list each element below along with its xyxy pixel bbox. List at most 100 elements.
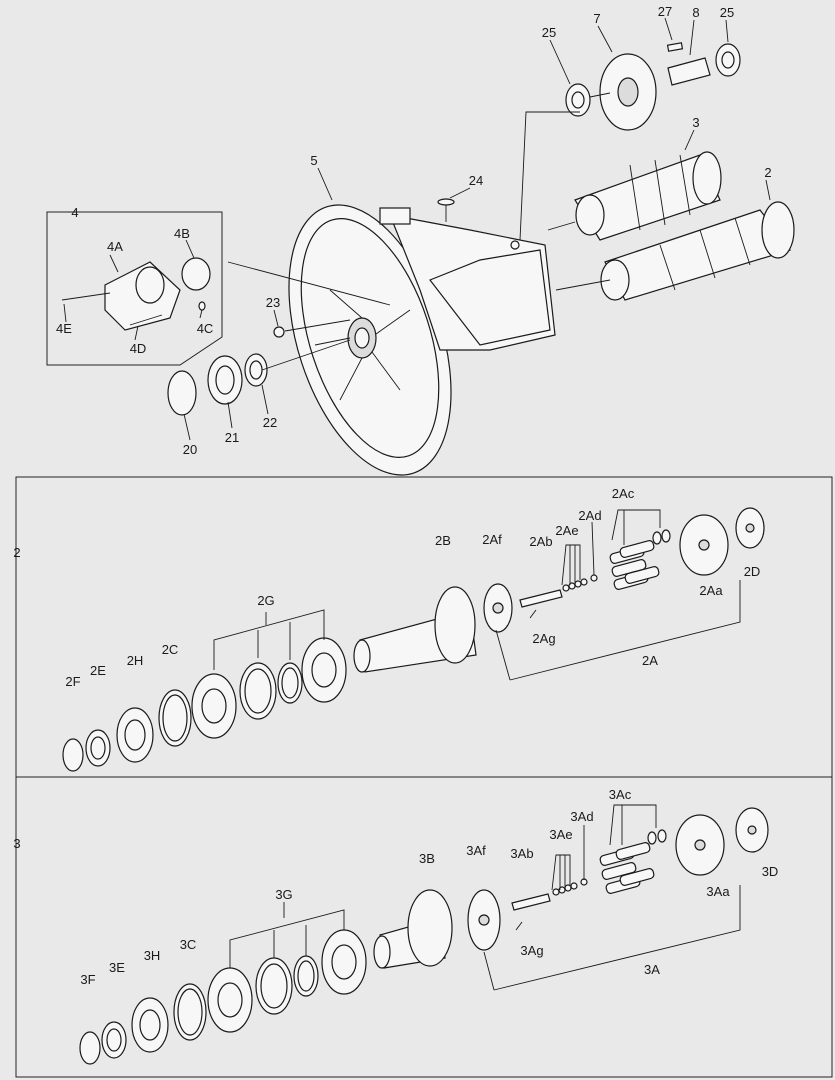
panel-2-label: 2 [13, 545, 20, 560]
label-3ab: 3Ab [510, 846, 533, 861]
panel-3 [15, 776, 833, 1078]
label-4c: 4C [197, 321, 214, 336]
bearing-2g-4 [301, 637, 347, 703]
screw-3ag [515, 921, 523, 931]
plug-23 [273, 326, 285, 338]
label-3af: 3Af [466, 843, 486, 858]
label-3ae: 3Ae [549, 827, 572, 842]
snap-ring-3f [79, 1031, 101, 1065]
label-2ac: 2Ac [612, 486, 635, 501]
label-25-left: 25 [542, 25, 556, 40]
label-27: 27 [658, 4, 672, 19]
gear-7 [599, 53, 657, 131]
bearing-2h [116, 707, 154, 763]
plate-2d [735, 507, 765, 549]
seal-22 [244, 353, 268, 387]
label-2f: 2F [65, 674, 80, 689]
bearing-25-left [565, 83, 591, 117]
label-21: 21 [225, 430, 239, 445]
bearing-2g-1 [191, 673, 237, 739]
label-2ae: 2Ae [555, 523, 578, 538]
ring-3c [173, 983, 207, 1041]
frame-4 [46, 211, 223, 366]
ring-2ad [590, 574, 598, 582]
label-3e: 3E [109, 960, 125, 975]
label-4b: 4B [174, 226, 190, 241]
nut-3e [101, 1021, 127, 1059]
bearing-21 [207, 355, 243, 405]
label-23: 23 [266, 295, 280, 310]
bearing-25-right [715, 43, 741, 77]
label-2af: 2Af [482, 532, 502, 547]
label-3h: 3H [144, 948, 161, 963]
label-7: 7 [593, 11, 600, 26]
shaft-8 [666, 42, 711, 86]
ring-3g-2 [255, 957, 293, 1015]
screw-2ag [529, 609, 537, 619]
label-2g: 2G [257, 593, 274, 608]
label-4e: 4E [56, 321, 72, 336]
shaft-2b [353, 586, 477, 673]
plate-3d [735, 807, 769, 853]
washers-3ae [552, 882, 578, 896]
ring-2g-3 [277, 662, 303, 704]
shaft-3 [574, 151, 722, 241]
pump-4a [61, 261, 181, 331]
label-2e: 2E [90, 663, 106, 678]
pistons-3ac [599, 842, 655, 894]
label-3d: 3D [762, 864, 779, 879]
label-2ab: 2Ab [529, 534, 552, 549]
shaft-2 [600, 201, 795, 301]
label-2aa: 2Aa [699, 583, 723, 598]
ring-2c [158, 689, 192, 747]
label-3ac: 3Ac [609, 787, 632, 802]
bolt-24 [437, 198, 455, 222]
bearing-3g-1 [207, 967, 253, 1033]
snap-ring-2f [62, 738, 84, 772]
label-3aa: 3Aa [706, 884, 730, 899]
label-3f: 3F [80, 972, 95, 987]
label-2: 2 [764, 165, 771, 180]
plate-2af [483, 583, 513, 633]
oring-4c [198, 301, 206, 311]
label-2ad: 2Ad [578, 508, 601, 523]
label-5: 5 [310, 153, 317, 168]
label-4a: 4A [107, 239, 123, 254]
snap-ring-20 [167, 370, 197, 416]
label-24: 24 [469, 173, 483, 188]
label-3a: 3A [644, 962, 660, 977]
panel-3-label: 3 [13, 836, 20, 851]
label-25-right: 25 [720, 5, 734, 20]
nut-2e [85, 729, 111, 767]
pistons-2ac [609, 540, 660, 590]
housing-5 [288, 204, 556, 476]
pin-2ab [519, 589, 563, 608]
label-2c: 2C [162, 642, 179, 657]
bearing-3h [131, 997, 169, 1053]
label-8: 8 [692, 5, 699, 20]
label-4: 4 [71, 205, 78, 220]
label-4d: 4D [130, 341, 147, 356]
bearing-3g-4 [321, 929, 367, 995]
block-3aa [675, 814, 725, 876]
bracket-3g [229, 909, 345, 968]
label-2b: 2B [435, 533, 451, 548]
label-3: 3 [692, 115, 699, 130]
oring-4b [181, 257, 211, 291]
label-2h: 2H [127, 653, 144, 668]
label-3b: 3B [419, 851, 435, 866]
label-3c: 3C [180, 937, 197, 952]
label-3ad: 3Ad [570, 809, 593, 824]
label-2d: 2D [744, 564, 761, 579]
bracket-2g [213, 609, 325, 670]
block-2aa [679, 514, 729, 576]
label-2ag: 2Ag [532, 631, 555, 646]
label-3g: 3G [275, 887, 292, 902]
shaft-3b [373, 889, 453, 969]
label-20: 20 [183, 442, 197, 457]
pin-3ab [511, 893, 551, 911]
label-22: 22 [263, 415, 277, 430]
ring-2g-2 [239, 662, 277, 720]
